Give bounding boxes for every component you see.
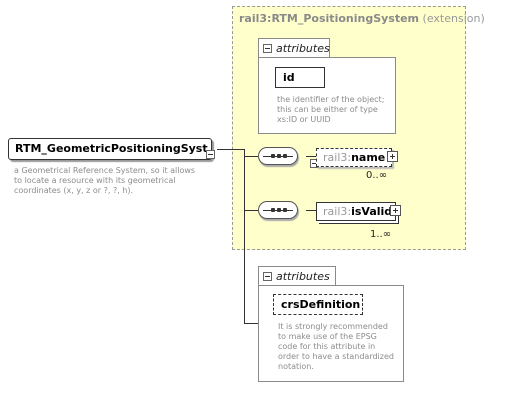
attributes-label: attributes [276,270,330,283]
extension-label: (extension) [422,12,485,25]
connector-line [217,149,245,150]
collapse-icon[interactable] [206,150,215,159]
desc-line: this can be either of type [277,105,378,114]
root-element-description: a Geometrical Reference System, so it al… [14,166,224,196]
desc-line: to make use of the EPSG [278,332,377,341]
sequence-compositor [258,147,298,165]
extension-title: rail3:RTM_PositioningSystem (extension) [239,12,485,25]
desc-line: the identifier of the object; [277,95,385,104]
element-isvalid[interactable]: rail3:isValid [316,202,396,221]
connector-line [244,323,258,324]
desc-line: xs:ID or UUID [277,115,331,124]
connector-line [306,210,316,211]
desc-line: to locate a resource with its geometrica… [14,176,176,185]
extension-type-name: rail3:RTM_PositioningSystem [239,12,420,25]
cardinality: 1..∞ [370,229,392,240]
attribute-crsdefinition[interactable]: crsDefinition [273,294,363,315]
extension-attributes-label: attributes [276,42,330,55]
element-name[interactable]: rail3:name [316,148,392,167]
collapse-icon[interactable] [263,272,272,281]
sequence-compositor [258,201,298,219]
connector-line [244,210,258,211]
attribute-crsdefinition-description: It is strongly recommended to make use o… [278,322,402,372]
connector-line [244,156,258,157]
desc-line: a Geometrical Reference System, so it al… [14,166,196,175]
desc-line: notation. [278,362,314,371]
element-prefix: rail3: [323,151,352,164]
attribute-id[interactable]: id [275,67,325,88]
root-element-name: RTM_GeometricPositioningSyst... [15,142,212,155]
attribute-id-description: the identifier of the object; this can b… [277,95,395,125]
element-label: isValid [351,205,393,218]
expand-icon[interactable] [390,205,401,216]
element-prefix: rail3: [323,205,352,218]
connector-line [244,149,245,324]
cardinality: 0..∞ [366,170,388,181]
expand-icon[interactable] [387,151,398,162]
desc-line: coordinates (x, y, z or ?, ?, h). [14,186,134,195]
connector-line [306,156,316,157]
collapse-icon[interactable] [263,44,272,53]
extension-attributes-tab[interactable]: attributes [258,38,330,58]
element-label: name [351,151,386,164]
desc-line: order to have a standardized [278,352,394,361]
desc-line: code for this attribute in [278,342,376,351]
root-element[interactable]: RTM_GeometricPositioningSyst... [8,138,212,160]
desc-line: It is strongly recommended [278,322,388,331]
attributes-tab[interactable]: attributes [258,266,336,286]
